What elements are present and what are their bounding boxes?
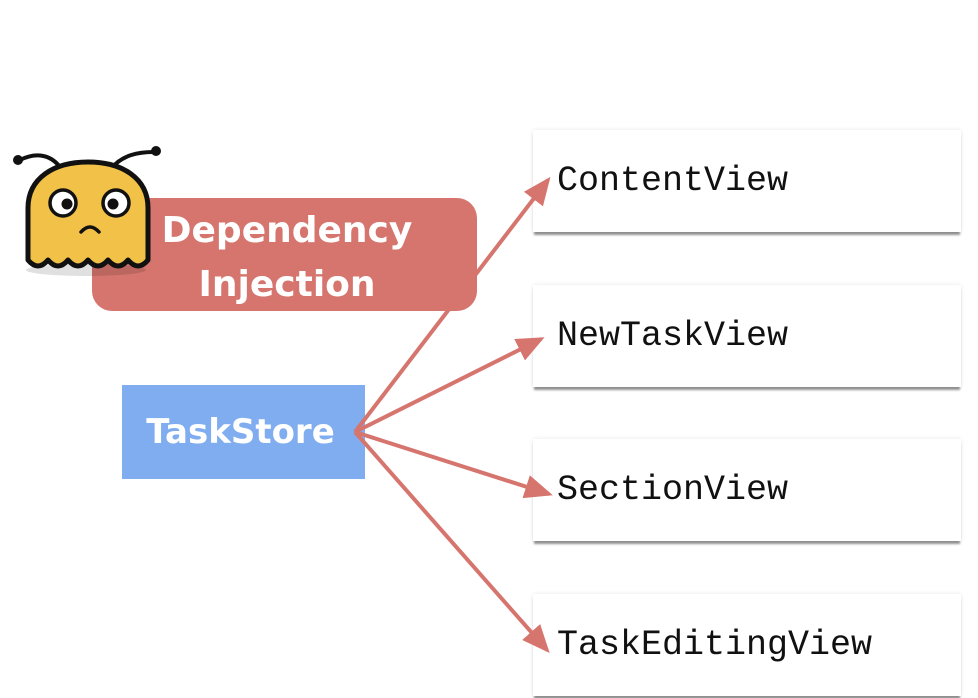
arrow-to-task-editing-view [353,430,550,654]
arrow-to-section-view [354,430,553,499]
dependency-injection-title: Dependency Injection [152,204,422,312]
view-label: SectionView [557,470,789,510]
view-label: ContentView [557,161,789,201]
view-label: NewTaskView [557,316,789,356]
title-line-1: Dependency [161,210,413,251]
task-editing-view-card: TaskEditingView [533,594,961,696]
taskstore-box: TaskStore [122,385,365,479]
worried-monster-icon [13,146,161,276]
title-line-2: Injection [198,264,376,305]
new-task-view-card: NewTaskView [533,285,961,387]
content-view-card: ContentView [533,130,961,232]
taskstore-label: TaskStore [146,412,335,452]
section-view-card: SectionView [533,439,961,541]
arrow-to-new-task-view [354,337,545,434]
view-label: TaskEditingView [557,625,873,665]
